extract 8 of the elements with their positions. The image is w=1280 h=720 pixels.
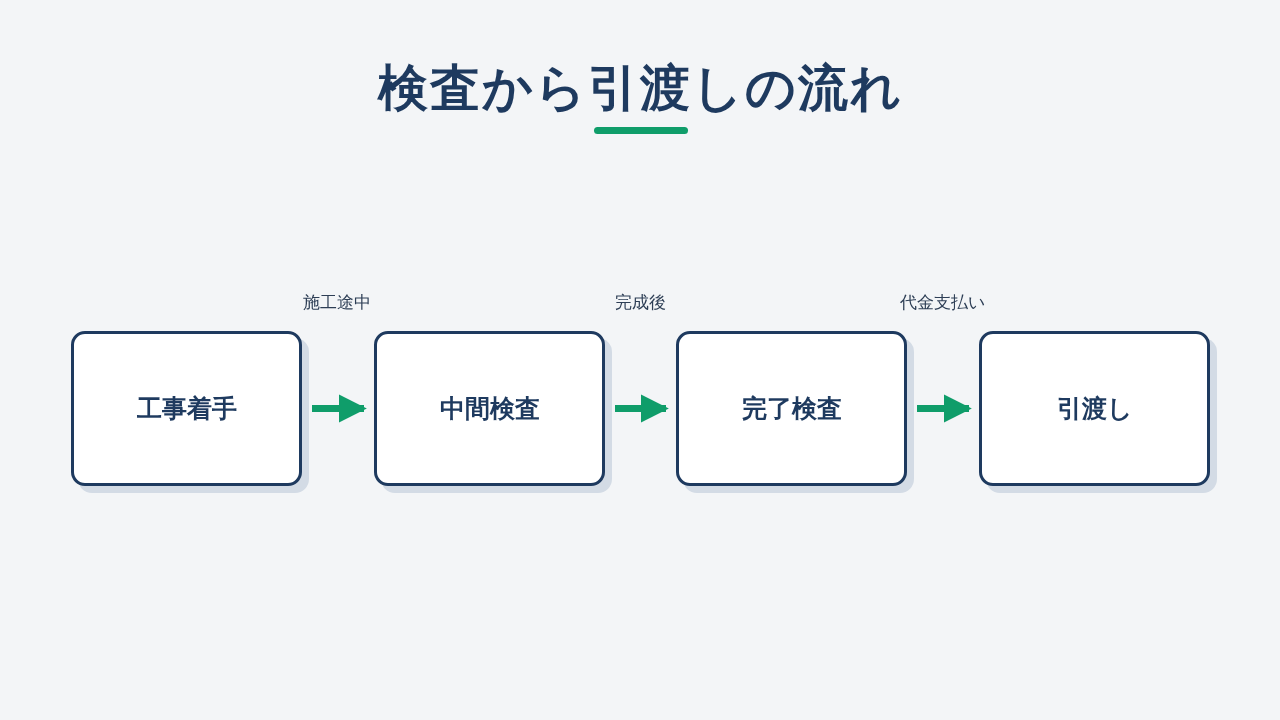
phase-note: 代金支払い bbox=[899, 291, 985, 314]
phase-note: 施工途中 bbox=[303, 291, 371, 314]
step-label: 完了検査 bbox=[741, 392, 842, 425]
title: 検査から引渡しの流れ bbox=[377, 58, 903, 119]
step-label: 中間検査 bbox=[439, 392, 540, 425]
step-label: 引渡し bbox=[1056, 392, 1133, 425]
step-label: 工事着手 bbox=[136, 392, 237, 425]
phase-note: 完成後 bbox=[614, 291, 666, 314]
